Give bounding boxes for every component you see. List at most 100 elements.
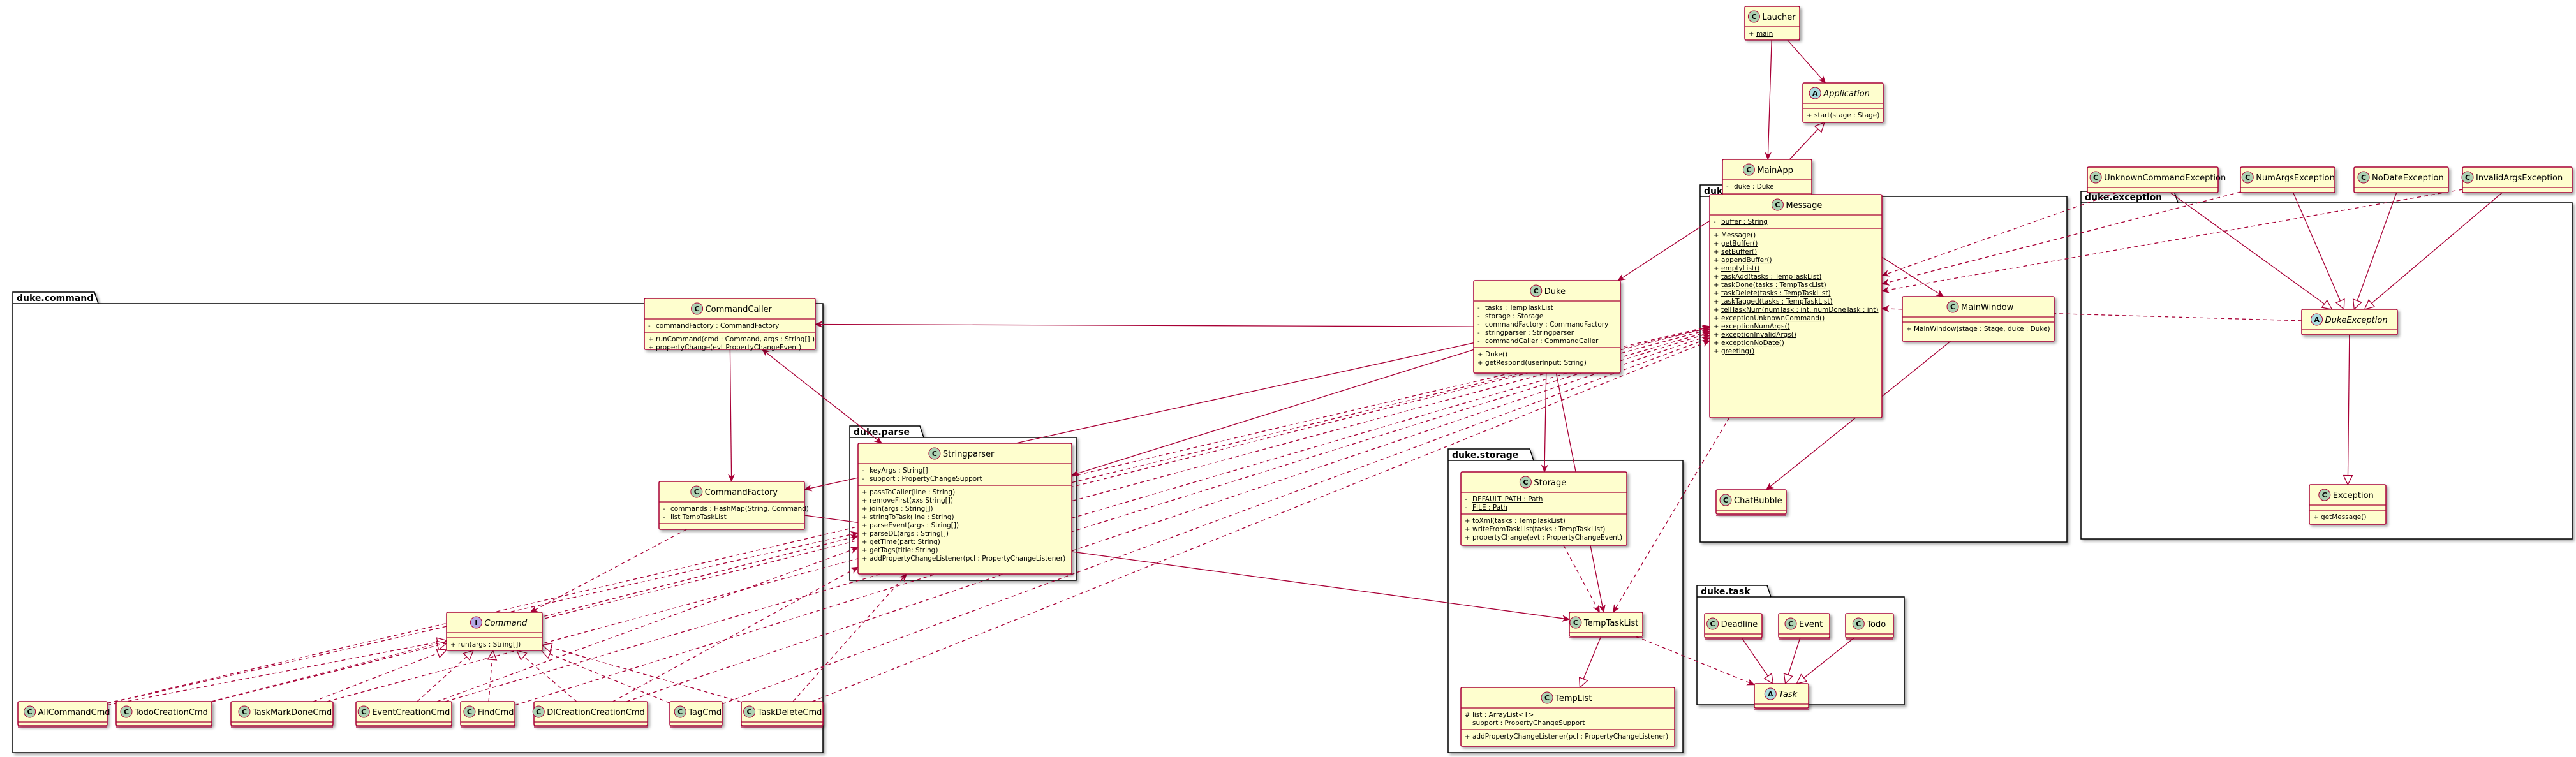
member-visibility: + (1714, 298, 1719, 305)
class-name: MainApp (1757, 166, 1793, 175)
generalization-arrowhead (2335, 298, 2345, 311)
member-visibility: - (663, 514, 665, 521)
class-kind-icon (1706, 617, 1719, 630)
member-visibility: + (862, 497, 867, 504)
svg-text:C: C (2465, 173, 2470, 182)
relation-storage-temptasklist (1563, 545, 1600, 614)
relation-stringparser-message (1071, 325, 1711, 483)
class-kind-icon (1530, 284, 1543, 297)
class-field: keyArgs : String[] (870, 467, 928, 474)
class-method: exceptionInvalidArgs() (1721, 331, 1796, 339)
class-name: TagCmd (688, 708, 722, 717)
member-visibility: + (1477, 351, 1483, 358)
member-visibility: + (1465, 518, 1470, 525)
member-visibility: + (1714, 340, 1719, 347)
svg-text:A: A (1812, 89, 1818, 98)
member-visibility: + (1714, 265, 1719, 272)
class-field: stringparser : Stringparser (1485, 329, 1574, 337)
relation-dukeexception-message (1881, 305, 2302, 321)
generalization-arrowhead (2343, 474, 2353, 486)
generalization-arrowhead (1578, 677, 1588, 689)
class-name: Message (1786, 201, 1822, 210)
class-kind-icon (2241, 171, 2254, 184)
relation-laucher-mainapp (1765, 39, 1772, 161)
class-kind-icon (532, 705, 545, 718)
association-arrowhead (803, 484, 813, 492)
svg-text:C: C (27, 708, 33, 716)
member-visibility: + (1714, 307, 1719, 314)
class-kind-icon (1541, 691, 1553, 704)
association-arrowhead (899, 573, 908, 582)
class-method: propertyChange(evt PropertyChangeEvent) (656, 344, 801, 351)
class-name: TempTaskList (1583, 619, 1638, 628)
class-method: runCommand(cmd : Command, args : String[… (656, 335, 815, 343)
class-name: Duke (1544, 287, 1566, 297)
association-arrowhead (1746, 679, 1756, 686)
class-method: stringToTask(line : String) (870, 513, 954, 521)
generalization-arrowhead (463, 649, 475, 661)
relation-nodateexception-dukeexception (2352, 192, 2397, 311)
class-name: Task (1779, 690, 1797, 700)
member-visibility: - (1477, 305, 1480, 312)
class-field: storage : Storage (1485, 312, 1543, 320)
class-name: AllCommandCmd (38, 708, 110, 717)
class-method: join(args : String[]) (869, 505, 933, 513)
class-field: support : PropertyChangeSupport (1472, 719, 1585, 727)
class-kind-icon (1719, 494, 1732, 506)
class-method: MainWindow(stage : Stage, duke : Duke) (1914, 325, 2050, 333)
class-field: commandFactory : CommandFactory (656, 322, 779, 330)
class-allcommandcmd[interactable]: C AllCommandCmd (17, 701, 110, 728)
class-name: TaskMarkDoneCmd (252, 708, 332, 717)
relation-taskmarkdonecmd-command (313, 649, 448, 702)
class-name: Command (484, 619, 528, 628)
package-title: duke.task (1701, 587, 1751, 597)
class-field: FILE : Path (1472, 504, 1507, 511)
class-name: NumArgsException (2256, 173, 2335, 183)
member-visibility: - (1477, 313, 1480, 320)
class-method: getMessage() (2321, 513, 2366, 521)
relation-temptasklist-templist (1578, 636, 1602, 689)
svg-text:C: C (2093, 173, 2098, 182)
association-arrowhead (1593, 604, 1600, 614)
class-name: EventCreationCmd (372, 708, 450, 717)
relation-laucher-application (1786, 39, 1826, 84)
member-visibility: + (648, 344, 653, 351)
class-name: DukeException (2325, 316, 2388, 325)
relation-dlcreationcreationcmd-stringparser (612, 566, 859, 702)
class-method: taskDone(tasks : TempTaskList) (1721, 281, 1826, 289)
class-method: Duke() (1485, 351, 1507, 358)
svg-text:C: C (932, 450, 937, 458)
class-method: tellTaskNum(numTask : int, numDoneTask :… (1721, 306, 1879, 314)
relation-todocreationcmd-stringparser (211, 534, 859, 702)
